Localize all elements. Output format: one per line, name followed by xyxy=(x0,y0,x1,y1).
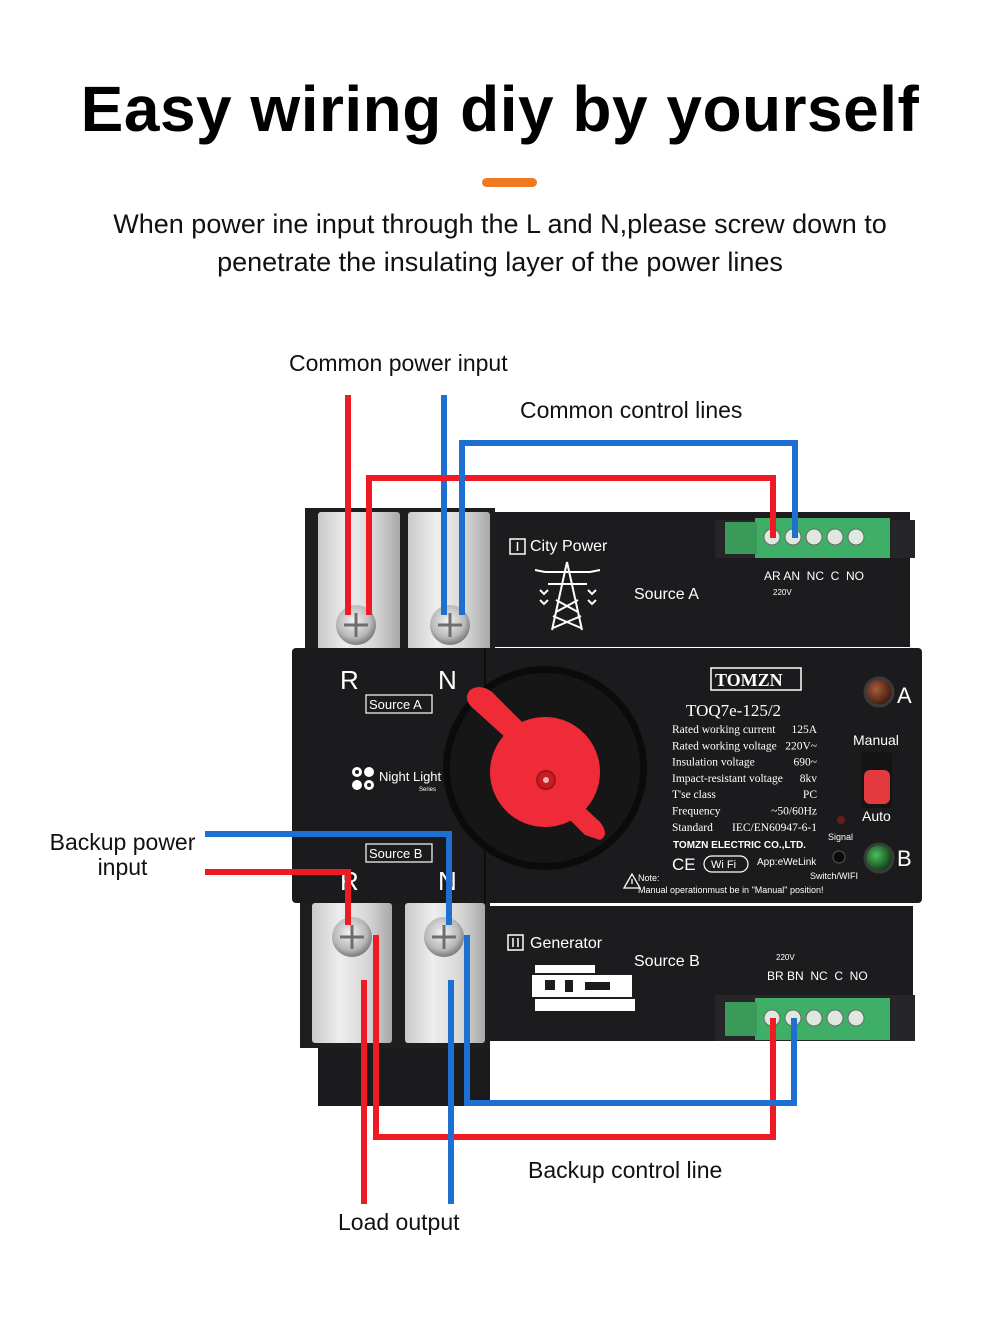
note-text: Manual operationmust be in "Manual" posi… xyxy=(638,885,824,895)
wifi-badge-box xyxy=(703,855,749,873)
brand-logo-box xyxy=(710,667,802,691)
backup-power-input-wire-red xyxy=(205,869,351,925)
app-name: App:eWeLink xyxy=(757,857,817,868)
wifi-badge: Wi Fi xyxy=(711,859,736,871)
source-b-tag-box xyxy=(365,843,433,863)
backup-control-line-blue xyxy=(464,935,797,1106)
rotary-selector-switch xyxy=(443,666,647,870)
source-a-tag-box xyxy=(365,694,433,714)
source-b-tag: Source B xyxy=(369,846,422,861)
bottom-screw-n xyxy=(424,917,464,957)
top-terminal-r-label: R xyxy=(340,665,359,695)
bottom-clear-cover-r xyxy=(312,903,392,1043)
led-b-icon xyxy=(863,842,895,874)
spec-key: Rated working voltage xyxy=(672,740,777,752)
city-power-icon-box xyxy=(509,538,526,555)
night-light-icon xyxy=(352,767,374,790)
page-title: Easy wiring diy by yourself xyxy=(80,73,920,145)
warning-icon xyxy=(622,872,642,889)
generator-icon-box xyxy=(507,934,524,951)
spec-key: Frequency xyxy=(672,806,721,818)
spec-value: 125A xyxy=(791,724,817,736)
top-clear-cover-n xyxy=(408,512,490,652)
label-backup-power-input: Backup power input xyxy=(40,830,205,880)
brand-logo: TOMZN xyxy=(715,670,783,690)
generator-icon xyxy=(532,965,635,1011)
company-name: TOMZN ELECTRIC CO.,LTD. xyxy=(673,840,806,851)
source-a-text: Source A xyxy=(634,586,699,603)
signal-label: Signal xyxy=(828,832,853,842)
spec-value: 690~ xyxy=(794,757,817,769)
spec-list: Rated working current 125A Rated working v… xyxy=(672,724,818,834)
source-a-tag: Source A xyxy=(369,697,422,712)
spec-value: 8kv xyxy=(800,773,818,785)
top-voltage: 220V xyxy=(773,588,792,597)
label-common-control-lines: Common control lines xyxy=(520,397,743,423)
spec-key: Rated working current xyxy=(672,724,776,736)
bottom-voltage: 220V xyxy=(776,953,795,962)
spec-value: PC xyxy=(803,789,817,801)
led-a-icon xyxy=(863,676,895,708)
subtitle-line-2: penetrate the insulating layer of the po… xyxy=(217,247,783,277)
indicator-a: A xyxy=(897,683,912,708)
top-control-terminal-block xyxy=(725,518,890,558)
city-power-text: City Power xyxy=(530,538,608,555)
night-light-text: Night Light xyxy=(379,769,442,784)
source-b-text: Source B xyxy=(634,953,700,970)
top-terminal-labels: AR AN NC C NO xyxy=(764,569,864,583)
spec-key: T'se class xyxy=(672,789,716,801)
signal-led-icon xyxy=(837,816,845,824)
top-terminal-n-label: N xyxy=(438,665,457,695)
note-label: Note: xyxy=(638,873,660,883)
switch-wifi: Switch/WIFI xyxy=(810,871,858,881)
label-common-power-input: Common power input xyxy=(289,350,508,376)
label-backup-power-line-1: Backup power xyxy=(49,829,196,855)
ce-mark: CE xyxy=(672,855,696,874)
power-tower-icon xyxy=(534,561,601,631)
common-control-line-red xyxy=(366,475,776,615)
indicator-b: B xyxy=(897,846,912,871)
manual-auto-toggle xyxy=(862,752,892,808)
spec-key: Insulation voltage xyxy=(672,757,755,769)
bottom-terminal-labels: BR BN NC C NO xyxy=(767,969,868,983)
subtitle: When power ine input through the L and N… xyxy=(40,205,960,281)
backup-power-input-wire-blue xyxy=(205,831,452,925)
signal-button-icon xyxy=(832,850,846,864)
manual-label: Manual xyxy=(853,732,899,748)
generator-text: Generator xyxy=(530,935,603,952)
spec-value: ~50/60Hz xyxy=(771,806,817,818)
spec-key: Impact-resistant voltage xyxy=(672,773,783,785)
spec-key: Standard xyxy=(672,822,713,834)
auto-label: Auto xyxy=(862,808,891,824)
bottom-control-terminal-block xyxy=(725,998,890,1040)
label-backup-control-line: Backup control line xyxy=(528,1157,723,1183)
subtitle-line-1: When power ine input through the L and N… xyxy=(113,209,887,239)
backup-control-line-red xyxy=(373,935,776,1140)
title-accent-bar xyxy=(482,178,537,187)
spec-value: 220V~ xyxy=(785,740,817,752)
label-load-output: Load output xyxy=(338,1209,460,1235)
model-number: TOQ7e-125/2 xyxy=(686,701,781,720)
bottom-screw-r xyxy=(332,917,372,957)
label-backup-power-line-2: input xyxy=(97,854,148,880)
night-light-series: Series xyxy=(419,787,436,793)
spec-value: IEC/EN60947-6-1 xyxy=(732,822,817,834)
common-control-line-blue xyxy=(459,440,798,615)
